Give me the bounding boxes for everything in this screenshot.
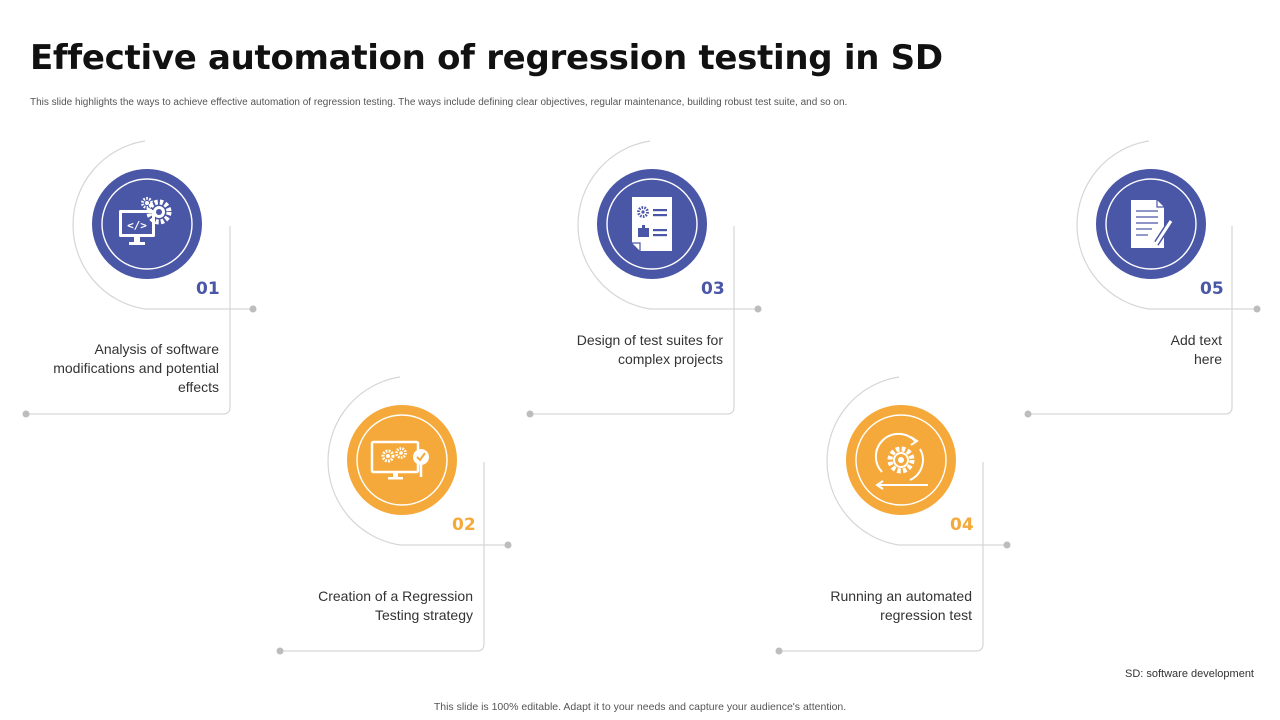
step-01-outline <box>26 140 253 415</box>
step-03-end-dot <box>754 305 762 313</box>
step-03-label: Design of test suites for complex projec… <box>576 332 723 367</box>
test-suite-document-icon <box>632 197 672 251</box>
step-01-number: 01 <box>196 279 220 299</box>
step-03-number: 03 <box>701 279 725 299</box>
monitor-gears-check-icon <box>370 440 429 480</box>
step-03-badge-ring <box>606 178 698 270</box>
step-02-node <box>276 376 512 655</box>
step-04-node <box>775 376 1011 655</box>
step-05-outline <box>1028 140 1257 415</box>
step-05-start-dot <box>1024 410 1032 418</box>
step-02-start-dot <box>276 647 284 655</box>
step-02-label: Creation of a Regression Testing strateg… <box>318 588 473 623</box>
step-01-badge-ring <box>101 178 193 270</box>
step-03-node <box>526 140 762 418</box>
footer-note: This slide is 100% editable. Adapt it to… <box>433 701 847 713</box>
step-04-outline <box>779 376 1007 652</box>
code-monitor-gear-icon: </> <box>119 197 172 245</box>
gear-cycle-icon <box>874 432 928 490</box>
step-01-label: Analysis of software modifications and p… <box>53 341 219 395</box>
step-02-badge-ring <box>356 414 448 506</box>
step-05-number: 05 <box>1200 279 1224 299</box>
footnote: SD: software development <box>1124 668 1254 680</box>
step-05-badge-ring <box>1105 178 1197 270</box>
step-02-outline <box>280 376 508 652</box>
step-04-start-dot <box>775 647 783 655</box>
step-05-node <box>1024 140 1261 418</box>
step-01-end-dot <box>249 305 257 313</box>
step-04-badge-ring <box>855 414 947 506</box>
step-02-end-dot <box>504 541 512 549</box>
step-01-start-dot <box>22 410 30 418</box>
step-02-badge <box>347 405 457 515</box>
step-04-number: 04 <box>950 515 974 535</box>
step-05-end-dot <box>1253 305 1261 313</box>
page-subtitle: This slide highlights the ways to achiev… <box>30 97 848 108</box>
page-title: Effective automation of regression testi… <box>30 38 943 78</box>
svg-text:</>: </> <box>127 219 147 232</box>
step-02-number: 02 <box>452 515 476 535</box>
step-04-label: Running an automated regression test <box>830 588 972 623</box>
step-01-node: </> <box>22 140 257 418</box>
document-pen-icon <box>1131 200 1174 248</box>
step-04-end-dot <box>1003 541 1011 549</box>
step-03-start-dot <box>526 410 534 418</box>
step-03-outline <box>530 140 758 415</box>
step-05-label: Add text here <box>1170 332 1222 367</box>
